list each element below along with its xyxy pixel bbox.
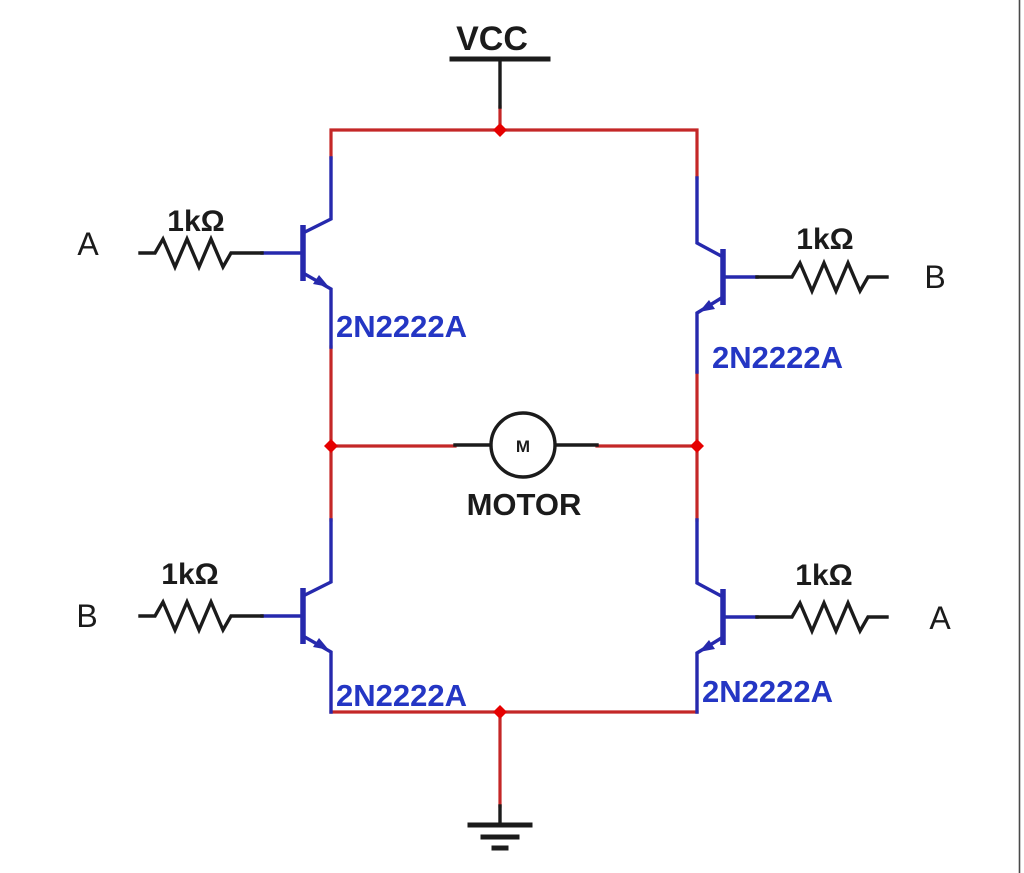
r3-value-label: 1kΩ bbox=[161, 558, 218, 591]
q2-emitter bbox=[695, 294, 726, 374]
r4-resistor-icon bbox=[755, 598, 889, 636]
transistor-bottom-right: 2N2222A bbox=[695, 518, 833, 714]
q2-collector bbox=[695, 176, 726, 260]
input-a-bottom-right-label: A bbox=[929, 600, 951, 636]
r2-value-label: 1kΩ bbox=[796, 223, 853, 256]
motor-circle-icon bbox=[489, 411, 557, 479]
r3-resistor-icon bbox=[138, 597, 264, 635]
q3-part-label: 2N2222A bbox=[336, 678, 467, 713]
input-a-top-left-label: A bbox=[77, 226, 99, 262]
q1-collector bbox=[300, 156, 333, 236]
r1-value-label: 1kΩ bbox=[167, 205, 224, 238]
q4-part-label: 2N2222A bbox=[702, 674, 833, 709]
q4-emitter bbox=[695, 634, 726, 714]
junction-dot-right bbox=[690, 439, 704, 453]
q2-part-label: 2N2222A bbox=[712, 340, 843, 375]
q4-emitter-arrow-icon bbox=[699, 640, 715, 652]
ground-icon bbox=[467, 804, 533, 851]
junction-dot-left bbox=[324, 439, 338, 453]
motor-letter: M bbox=[516, 437, 530, 456]
input-b-bottom-left-label: B bbox=[76, 598, 97, 634]
motor-caption: MOTOR bbox=[467, 487, 582, 522]
q3-emitter-arrow-icon bbox=[313, 638, 329, 650]
q2-emitter-arrow-icon bbox=[699, 300, 715, 312]
top-rail-wire bbox=[329, 128, 699, 180]
r2-resistor-icon bbox=[755, 258, 889, 296]
resistor-bottom-left: 1kΩ B bbox=[76, 558, 264, 635]
junction-dots bbox=[324, 123, 704, 719]
junction-dot-bottom bbox=[493, 705, 507, 719]
transistor-bottom-left: 2N2222A bbox=[260, 518, 467, 714]
q1-emitter bbox=[300, 270, 333, 349]
r1-resistor-icon bbox=[138, 234, 264, 272]
q3-collector bbox=[300, 518, 333, 599]
q4-collector bbox=[695, 518, 726, 600]
resistor-top-right: 1kΩ B bbox=[755, 223, 946, 296]
q1-emitter-arrow-icon bbox=[313, 275, 329, 287]
resistor-top-left: 1kΩ A bbox=[77, 205, 264, 272]
resistor-bottom-right: 1kΩ A bbox=[755, 559, 951, 636]
motor-symbol: M MOTOR bbox=[453, 411, 599, 522]
q1-part-label: 2N2222A bbox=[336, 309, 467, 344]
junction-dot-top bbox=[493, 123, 507, 137]
transistor-top-right: 2N2222A bbox=[695, 176, 843, 375]
vcc-label: VCC bbox=[456, 20, 528, 58]
q3-emitter bbox=[300, 633, 333, 714]
transistor-top-left: 2N2222A bbox=[260, 156, 467, 349]
input-b-top-right-label: B bbox=[924, 259, 945, 295]
r4-value-label: 1kΩ bbox=[795, 559, 852, 592]
vcc-icon: VCC bbox=[449, 20, 551, 109]
power-rail-wires bbox=[329, 105, 699, 808]
